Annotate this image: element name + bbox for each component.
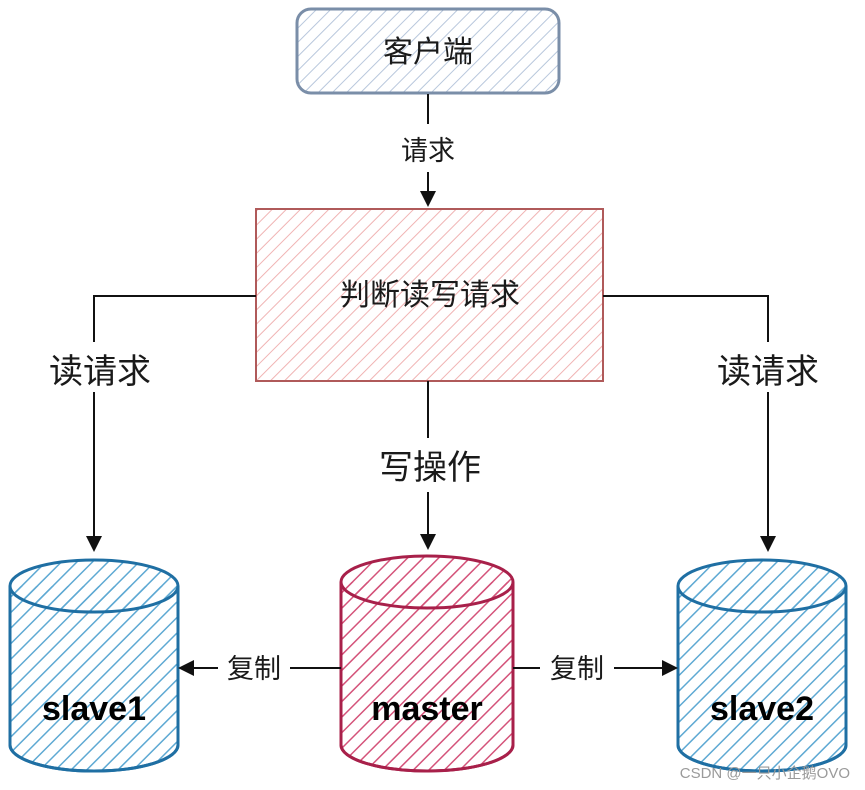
edge-label-write: 写操作 [379,448,481,488]
slave2-database: slave2 [676,558,848,773]
edge-label-read-left: 读请求 [49,352,151,392]
edge-label-read-right: 读请求 [717,352,819,392]
edge-master-to-slave1: 复制 [178,654,341,685]
slave2-label: slave2 [710,690,814,728]
slave1-label: slave1 [42,690,146,728]
router-label: 判断读写请求 [340,278,520,313]
client-node: 客户端 [295,7,561,95]
master-database: master [339,554,515,773]
edge-client-to-router: 请求 [401,94,455,207]
edge-router-to-slave2: 读请求 [603,295,819,552]
master-label: master [371,690,483,728]
edge-master-to-slave2: 复制 [513,654,678,685]
edge-label-request: 请求 [401,136,455,167]
edge-label-replicate-left: 复制 [227,654,281,685]
slave1-database: slave1 [8,558,180,773]
router-node: 判断读写请求 [255,208,604,382]
client-label: 客户端 [383,35,473,70]
edge-label-replicate-right: 复制 [550,654,604,685]
edge-router-to-master: 写操作 [379,381,481,550]
edge-router-to-slave1: 读请求 [49,295,256,552]
watermark-text: CSDN @一只小企鹅OVO [680,764,850,782]
